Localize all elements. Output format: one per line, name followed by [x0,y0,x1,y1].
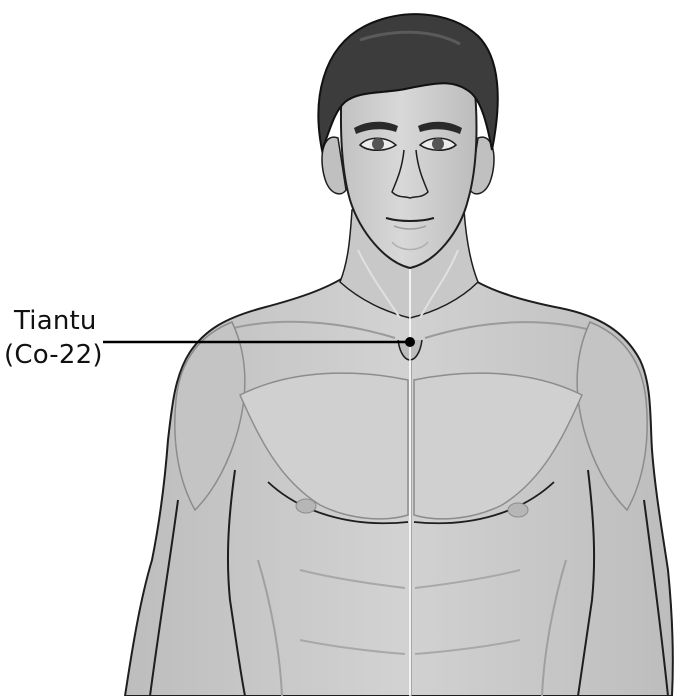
iris-right [432,138,444,150]
point-code-label: (Co-22) [4,340,103,370]
iris-left [372,138,384,150]
nipple-left [296,499,316,513]
point-name-label: Tiantu [14,306,97,336]
tiantu-point-marker [405,337,415,347]
nipple-right [508,503,528,517]
